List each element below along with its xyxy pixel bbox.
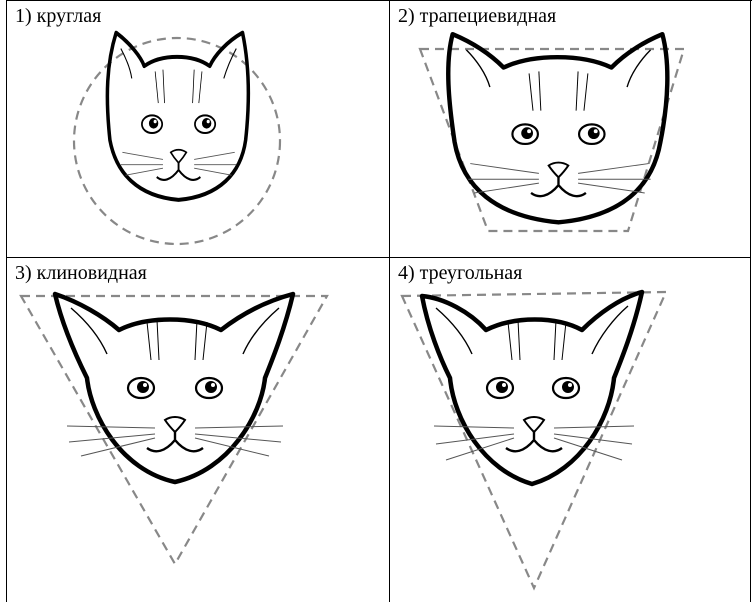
cat-nose: [524, 417, 544, 432]
cat-forehead-line: [199, 71, 202, 103]
cat-forehead-line: [562, 322, 566, 360]
cat-face-triangle: [422, 292, 642, 484]
cat-pupil-left: [137, 381, 149, 393]
cat-forehead-line: [163, 70, 165, 103]
cat-pupil-right: [562, 381, 574, 393]
cat-pupil-right: [588, 127, 600, 139]
cat-eye-glint-right: [568, 383, 572, 387]
cat-pupil-right: [202, 118, 211, 129]
cat-eye-glint-left: [143, 383, 147, 387]
cat-forehead-line: [203, 322, 207, 360]
panel-round: 1) круглая: [7, 1, 389, 257]
cat-eye-glint-left: [527, 129, 531, 133]
cat-head-outline: [422, 292, 642, 484]
cat-inner-ear-right: [243, 308, 279, 354]
cat-forehead-line: [518, 320, 520, 360]
cat-forehead-line: [147, 322, 151, 360]
cat-forehead-line: [155, 71, 158, 103]
cat-forehead-line: [529, 73, 533, 110]
triangle-head-illustration: [390, 258, 750, 602]
trapezoid-shape-guide: [420, 49, 684, 231]
cat-mouth: [147, 432, 203, 451]
cat-pupil-left: [496, 381, 508, 393]
panel-trapezoid: 2) трапециевидная: [390, 1, 750, 257]
cat-forehead-line: [195, 320, 197, 360]
cat-pupil-left: [521, 127, 533, 139]
cat-forehead-line: [539, 71, 541, 110]
cat-nose: [549, 163, 569, 178]
cat-face-trapezoid: [448, 34, 667, 222]
cat-forehead-line: [584, 73, 588, 110]
cat-pupil-right: [205, 381, 217, 393]
trapezoid-head-illustration: [390, 1, 750, 257]
panel-triangle: 4) треугольная: [390, 258, 750, 602]
cat-forehead-line: [508, 322, 512, 360]
cat-inner-ear-right: [627, 50, 651, 87]
cat-face-wedge: [55, 294, 293, 482]
panel-wedge: 3) клиновидная: [7, 258, 389, 602]
cat-forehead-line: [576, 71, 578, 110]
wedge-head-illustration: [7, 258, 389, 602]
cat-eye-glint-left: [154, 120, 157, 124]
cat-mouth: [531, 177, 586, 196]
cat-nose: [171, 150, 187, 163]
cat-eye-glint-right: [594, 129, 598, 133]
cat-eye-glint-left: [502, 383, 506, 387]
cat-forehead-line: [554, 320, 556, 360]
round-head-illustration: [7, 1, 389, 257]
grid-border-right: [750, 0, 751, 602]
cat-face-round: [107, 33, 248, 200]
cat-mouth: [506, 432, 562, 451]
cat-forehead-line: [193, 70, 195, 103]
cat-eye-glint-right: [211, 383, 215, 387]
cat-pupil-left: [149, 118, 158, 129]
cat-nose: [165, 417, 185, 432]
cat-eye-glint-right: [207, 120, 210, 124]
cat-mouth: [157, 163, 201, 180]
cat-head-outline: [448, 34, 667, 222]
cat-forehead-line: [157, 320, 159, 360]
